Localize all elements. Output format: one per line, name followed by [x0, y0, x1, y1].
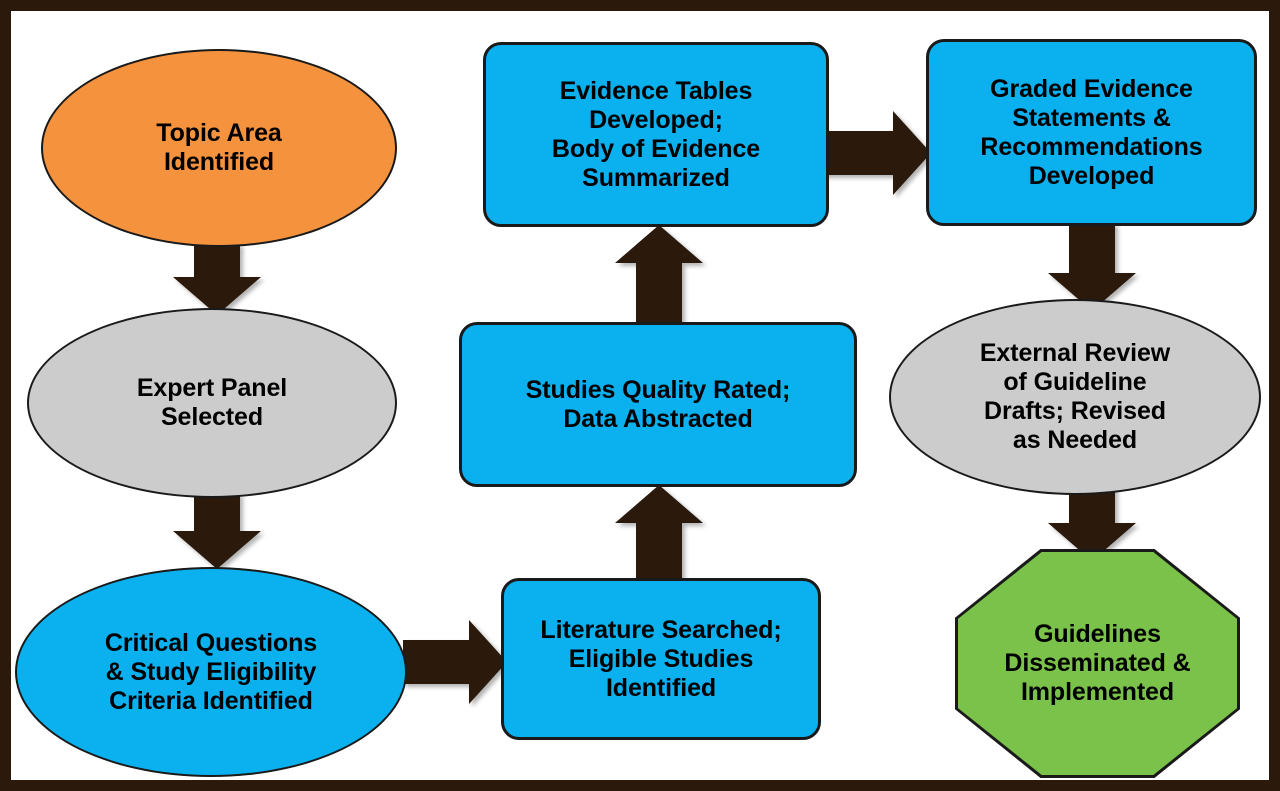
arrow-head-icon — [615, 225, 703, 263]
flow-node-guidelines-disseminated[interactable]: Guidelines Disseminated & Implemented — [955, 549, 1240, 778]
flow-arrow-topic-to-panel — [171, 243, 263, 315]
arrow-head-icon — [469, 620, 507, 704]
octagon-fill — [958, 552, 1237, 775]
flow-arrow-evidence-to-graded — [823, 111, 931, 195]
arrow-shaft — [636, 261, 682, 325]
flow-arrow-studies-to-evidence — [613, 225, 705, 325]
flow-node-label: Studies Quality Rated; Data Abstracted — [525, 375, 791, 433]
flow-node-label: External Review of Guideline Drafts; Rev… — [979, 339, 1171, 454]
flow-node-topic-area-identified[interactable]: Topic Area Identified — [41, 49, 397, 247]
arrow-shaft — [823, 131, 895, 175]
flow-node-label: Topic Area Identified — [156, 119, 282, 176]
flow-node-label: Guidelines Disseminated & Implemented — [1004, 620, 1191, 706]
flow-node-expert-panel-selected[interactable]: Expert Panel Selected — [27, 308, 397, 498]
flow-node-label: Literature Searched; Eligible Studies Id… — [540, 615, 782, 702]
flow-node-critical-questions[interactable]: Critical Questions & Study Eligibility C… — [15, 567, 407, 777]
arrow-shaft — [636, 521, 682, 581]
flow-node-studies-quality-rated[interactable]: Studies Quality Rated; Data Abstracted — [459, 322, 857, 487]
flow-arrow-literature-to-studies — [613, 485, 705, 581]
flow-node-label: Critical Questions & Study Eligibility C… — [104, 628, 318, 715]
flow-node-label: Evidence Tables Developed; Body of Evide… — [551, 76, 761, 192]
flow-node-label: Expert Panel Selected — [136, 374, 288, 431]
flow-node-external-review[interactable]: External Review of Guideline Drafts; Rev… — [889, 299, 1261, 495]
arrow-shaft — [194, 243, 240, 279]
arrow-head-icon — [893, 111, 931, 195]
arrow-head-icon — [173, 531, 261, 569]
arrow-head-icon — [615, 485, 703, 523]
flow-arrow-graded-to-review — [1046, 223, 1138, 311]
flow-node-label: Graded Evidence Statements & Recommendat… — [980, 74, 1203, 190]
flow-node-evidence-tables-developed[interactable]: Evidence Tables Developed; Body of Evide… — [483, 42, 829, 227]
flow-arrow-panel-to-questions — [171, 493, 263, 569]
arrow-shaft — [194, 493, 240, 533]
arrow-shaft — [1069, 223, 1115, 275]
flow-node-graded-evidence-statements[interactable]: Graded Evidence Statements & Recommendat… — [926, 39, 1257, 226]
flow-node-literature-searched[interactable]: Literature Searched; Eligible Studies Id… — [501, 578, 821, 740]
flow-arrow-questions-to-literature — [403, 620, 507, 704]
arrow-shaft — [403, 640, 471, 684]
